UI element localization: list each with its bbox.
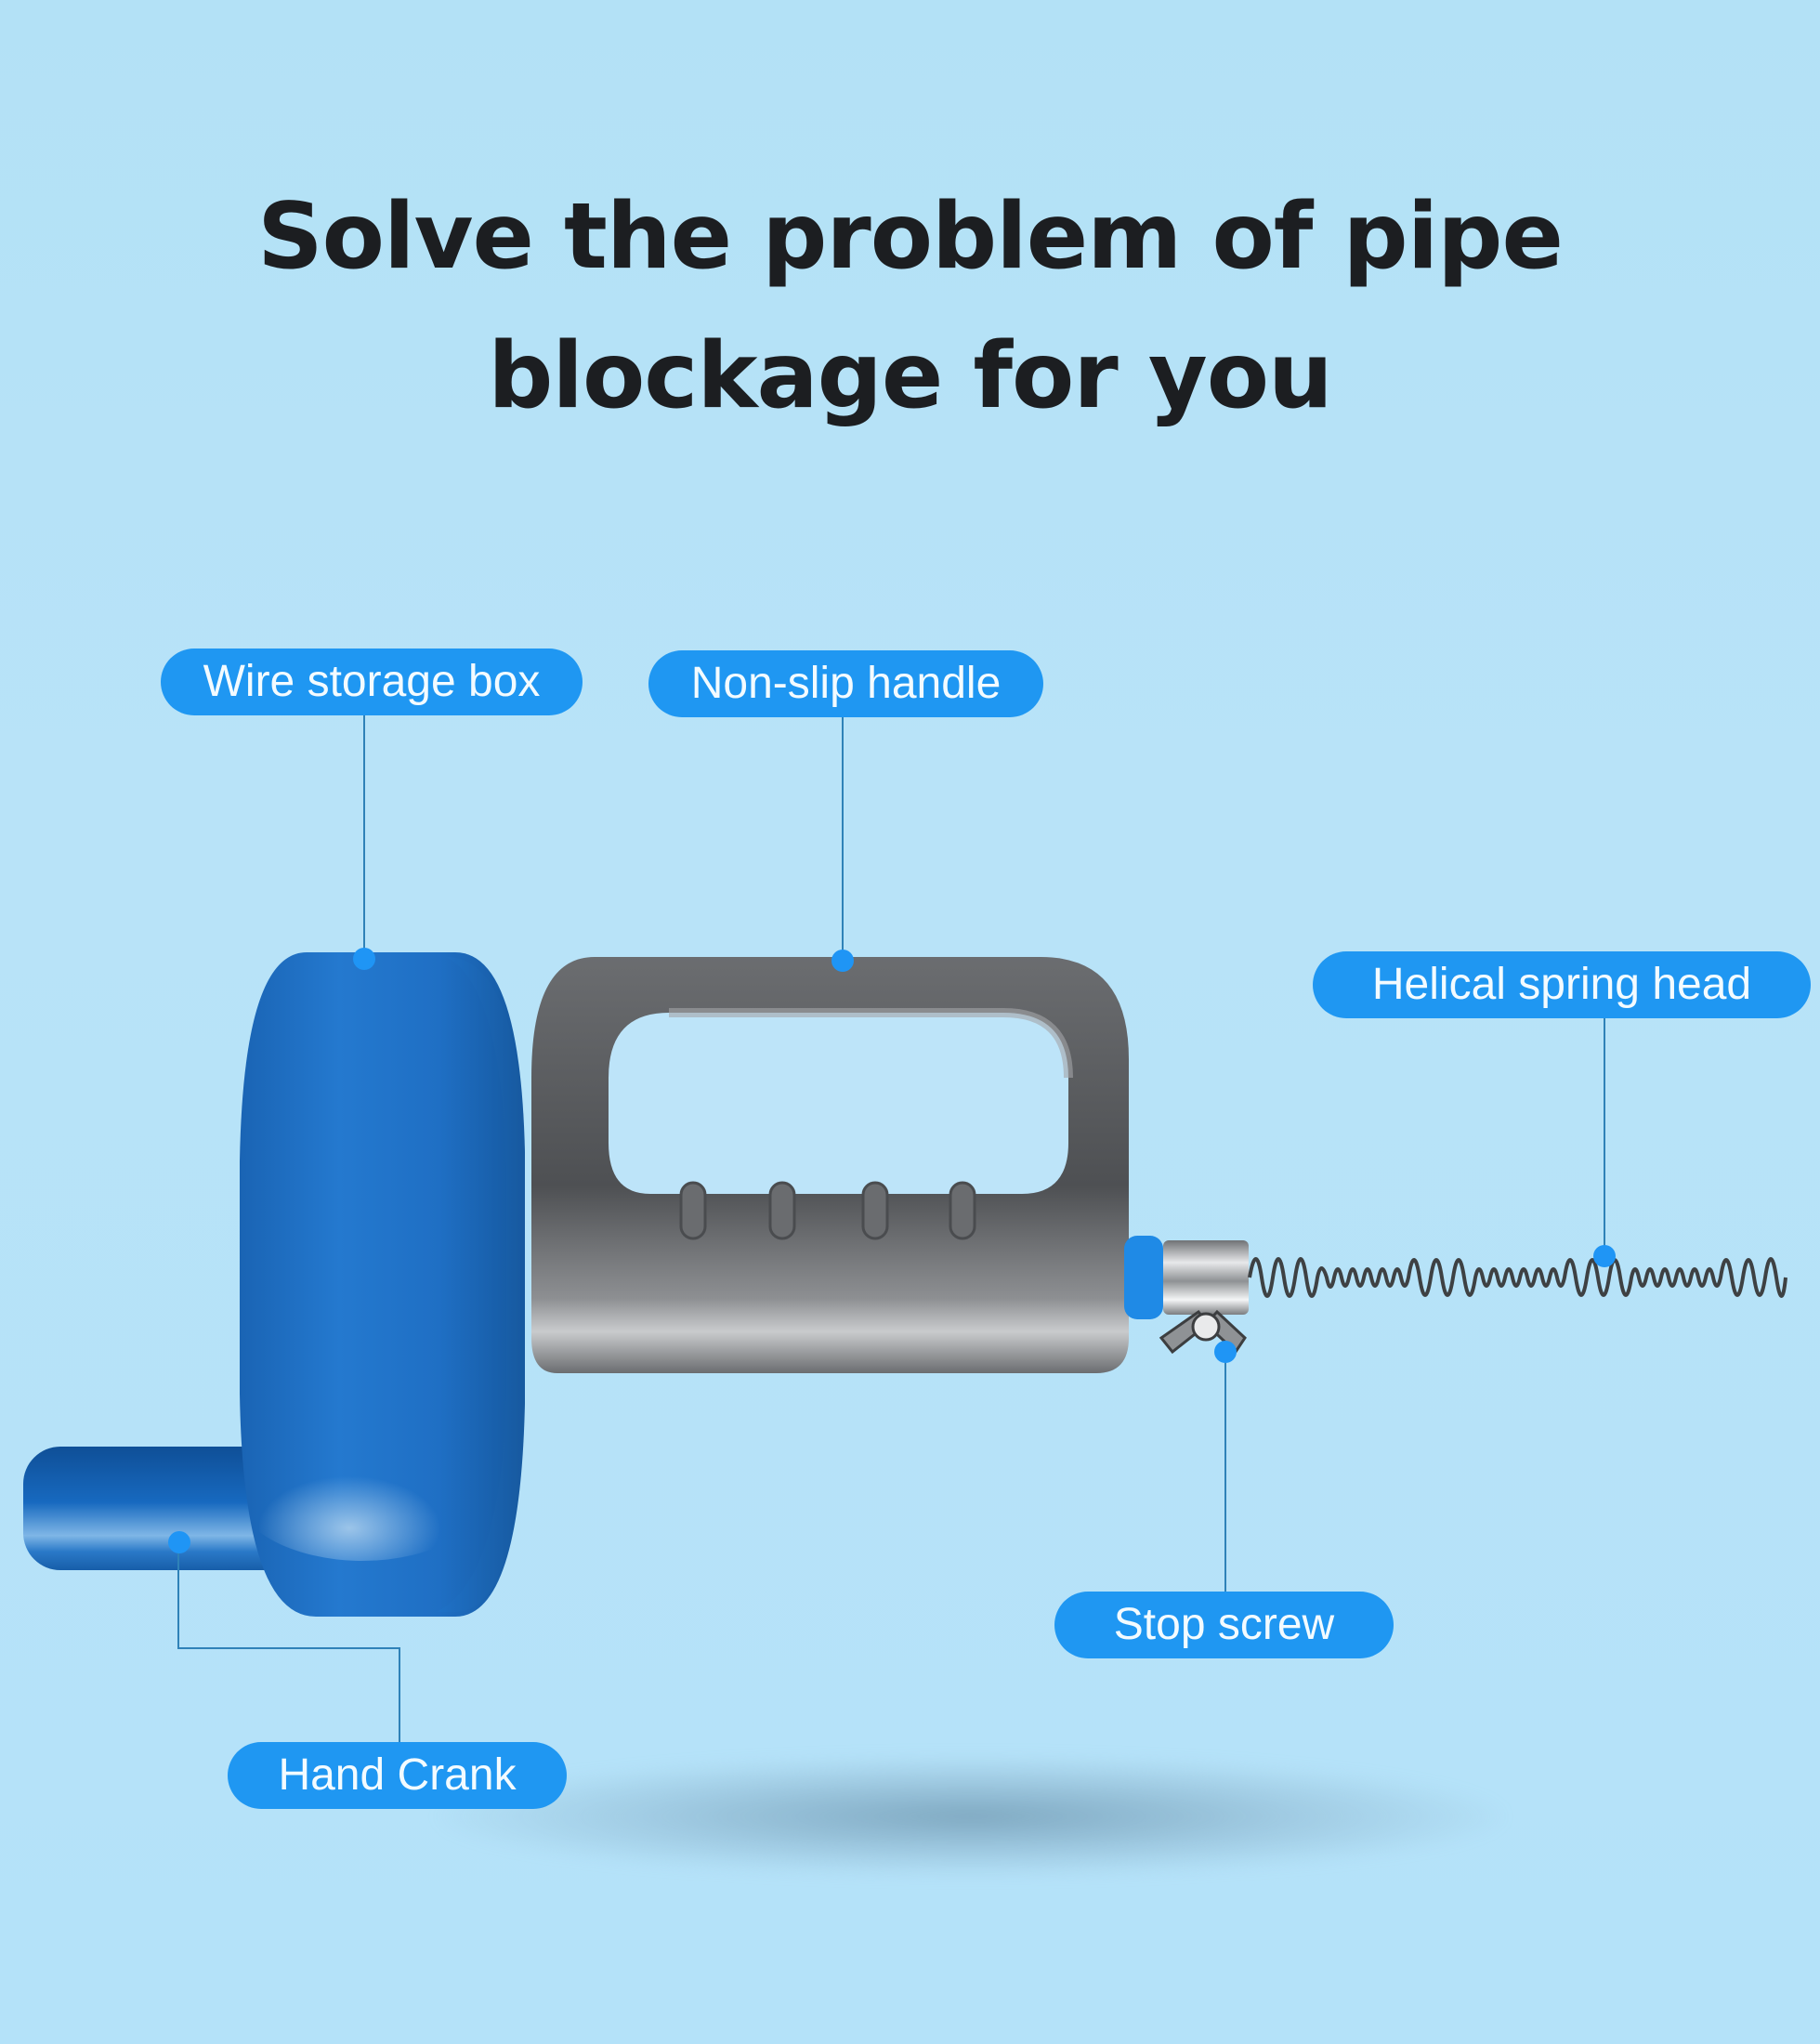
leader-line-hand-crank-vertical-2 (399, 1647, 400, 1743)
leader-line-non-slip-handle (842, 717, 844, 961)
callout-non-slip-handle: Non-slip handle (648, 650, 1043, 717)
callout-label: Wire storage box (203, 657, 541, 706)
anchor-dot-non-slip-handle (831, 950, 854, 972)
callout-wire-storage-box: Wire storage box (161, 649, 583, 715)
metal-sleeve-shape (1163, 1240, 1249, 1315)
leader-line-wire-storage-box (363, 715, 365, 959)
hand-crank-shape (23, 1447, 302, 1570)
callout-label: Stop screw (1113, 1600, 1335, 1649)
callout-hand-crank: Hand Crank (228, 1742, 567, 1809)
leader-line-stop-screw (1224, 1352, 1226, 1593)
callout-helical-spring-head: Helical spring head (1313, 951, 1811, 1018)
collar-shape (1124, 1236, 1163, 1319)
anchor-dot-helical-spring-head (1593, 1245, 1616, 1267)
anchor-dot-wire-storage-box (353, 948, 375, 970)
anchor-dot-stop-screw (1214, 1341, 1237, 1363)
callout-label: Helical spring head (1371, 960, 1752, 1009)
leader-line-hand-crank-horizontal (177, 1647, 400, 1649)
page-title: Solve the problem of pipe blockage for y… (0, 167, 1820, 446)
callout-label: Non-slip handle (690, 659, 1002, 708)
title-line-1: Solve the problem of pipe (257, 184, 1564, 290)
callout-stop-screw: Stop screw (1054, 1592, 1394, 1658)
product-shadow (437, 1756, 1505, 1877)
callout-label: Hand Crank (278, 1750, 517, 1800)
anchor-dot-hand-crank (168, 1531, 190, 1553)
stop-screw-shape (1159, 1309, 1247, 1355)
leader-line-hand-crank-vertical-1 (177, 1542, 179, 1649)
helical-spring-shape (1248, 1257, 1787, 1298)
title-line-2: blockage for you (488, 323, 1333, 429)
leader-line-helical-spring-head (1604, 1017, 1605, 1254)
